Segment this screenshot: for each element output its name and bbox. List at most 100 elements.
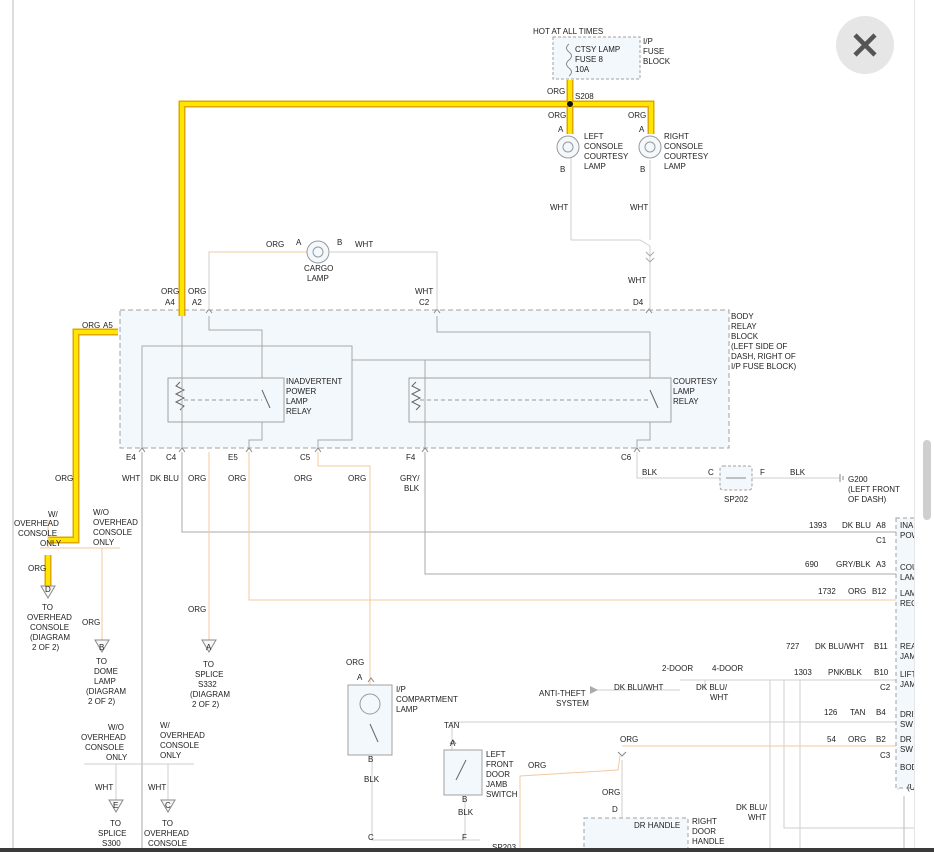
label-clr-l3: RELAY: [673, 397, 699, 406]
label-cargo-l1: CARGO: [304, 264, 333, 273]
label-org: ORG: [28, 564, 46, 573]
label-brb-l2: RELAY: [731, 322, 757, 331]
label-toc-l4: (DIAGRAM: [30, 633, 70, 642]
label-tos-l5: 2 OF 2): [192, 700, 219, 709]
label-pin-b: B: [99, 643, 104, 652]
label-c1732: 1732: [818, 587, 836, 596]
label-r-lam: LAM: [900, 573, 917, 582]
label-org: ORG: [602, 788, 620, 797]
label-tan: TAN: [850, 708, 866, 717]
label-r-driv: DRIV: [900, 710, 920, 719]
label-org: ORG: [188, 287, 206, 296]
label-org: ORG: [620, 735, 638, 744]
label-r-bod: BOD: [900, 763, 918, 772]
label-wht: WHT: [710, 693, 728, 702]
label-c3: C3: [880, 751, 891, 760]
label-wo-l4: ONLY: [93, 538, 115, 547]
label-to: TO: [203, 660, 214, 669]
label-b11: B11: [874, 642, 888, 651]
label-tod-l4: (DIAGRAM: [86, 687, 126, 696]
label-wht: WHT: [415, 287, 433, 296]
label-tos-l2: SPLICE: [195, 670, 223, 679]
label-blk-line2: BLK: [404, 484, 420, 493]
scrollbar-thumb[interactable]: [923, 440, 931, 520]
label-s208: S208: [575, 92, 594, 101]
ip-compartment-lamp-box: [347, 684, 393, 756]
label-org: ORG: [628, 111, 646, 120]
label-e5: E5: [228, 453, 238, 462]
label-pin-d: D: [612, 805, 618, 814]
anti-theft-arrow: [590, 686, 598, 694]
label-f4: F4: [406, 453, 416, 462]
offpage-d-triangle: [40, 585, 56, 599]
close-button[interactable]: [836, 16, 894, 74]
label-fuse-l1: CTSY LAMP: [575, 45, 620, 54]
label-c727: 727: [786, 642, 800, 651]
label-r-u: (U: [907, 783, 916, 792]
label-tos300-l2: SPLICE: [98, 829, 126, 838]
scrollbar-track[interactable]: [914, 0, 934, 852]
label-tos-l3: S332: [198, 680, 217, 689]
label-r-pow: POW: [900, 531, 920, 540]
label-org: ORG: [547, 87, 565, 96]
label-pin-a: A: [296, 238, 302, 247]
label-pin-a: A: [206, 643, 212, 652]
label-wo-l2: OVERHEAD: [81, 733, 126, 742]
label-pin-a: A: [357, 673, 363, 682]
label-b12: B12: [872, 587, 887, 596]
label-lccl-l2: CONSOLE: [584, 142, 623, 151]
label-tos-l4: (DIAGRAM: [190, 690, 230, 699]
label-r-sw: SW: [900, 720, 913, 729]
label-lfdjs-l1: LEFT: [486, 750, 506, 759]
label-wht: WHT: [630, 203, 648, 212]
label-brb-l5: DASH, RIGHT OF: [731, 352, 796, 361]
label-to: TO: [96, 657, 107, 666]
label-pin-a: A: [450, 739, 456, 748]
label-dk-blu: DK BLU: [150, 474, 179, 483]
label-w-l1: W/: [48, 510, 59, 519]
label-pin-e: E: [113, 801, 118, 810]
label-lfdjs-l4: JAMB: [486, 780, 507, 789]
label-brb-l6: I/P FUSE BLOCK): [731, 362, 797, 371]
cargo-lamp-symbol: [306, 240, 330, 264]
label-pin-d: D: [45, 585, 51, 594]
label-wht: WHT: [748, 813, 766, 822]
label-c690: 690: [805, 560, 819, 569]
label-dk-blu: DK BLU: [842, 521, 871, 530]
label-c2r: C2: [880, 683, 891, 692]
label-org: ORG: [82, 321, 100, 330]
label-tod-l3: LAMP: [94, 677, 116, 686]
label-dk-blu-slash: DK BLU/: [736, 803, 768, 812]
label-rdh-l4: HANDLE: [692, 837, 724, 846]
label-org: ORG: [266, 240, 284, 249]
label-gry-blk: GRY/BLK: [836, 560, 871, 569]
label-lfdjs-l3: DOOR: [486, 770, 510, 779]
label-lccl-l4: LAMP: [584, 162, 606, 171]
label-c4: C4: [166, 453, 177, 462]
label-tan: TAN: [444, 721, 460, 730]
label-pin-c: C: [368, 833, 374, 842]
label-wht: WHT: [122, 474, 140, 483]
label-r-drv: DR V: [900, 735, 920, 744]
label-pin-b: B: [337, 238, 342, 247]
inadvertent-relay-coil: [174, 381, 186, 411]
label-toc-l3: CONSOLE: [30, 623, 69, 632]
label-a5: A5: [103, 321, 113, 330]
bottom-edge-bar: [0, 848, 934, 852]
label-sp203: SP203: [492, 843, 517, 852]
label-dk-blu-wht: DK BLU/WHT: [614, 683, 663, 692]
label-tod-l5: 2 OF 2): [88, 697, 115, 706]
courtesy-relay-box: [408, 377, 672, 423]
label-tooc-l3: CONSOLE: [148, 839, 187, 848]
label-toc-l5: 2 OF 2): [32, 643, 59, 652]
label-r-ina: INA: [900, 521, 914, 530]
close-icon: [853, 33, 877, 57]
label-iplr-l4: RELAY: [286, 407, 312, 416]
inadvertent-relay-box: [167, 377, 285, 423]
label-a4: A4: [165, 298, 175, 307]
label-org: ORG: [346, 658, 364, 667]
label-w-l1: W/: [160, 721, 171, 730]
label-pin-f: F: [462, 833, 467, 842]
label-tos300-l3: S300: [102, 839, 121, 848]
label-fuse-l2: FUSE 8: [575, 55, 604, 64]
